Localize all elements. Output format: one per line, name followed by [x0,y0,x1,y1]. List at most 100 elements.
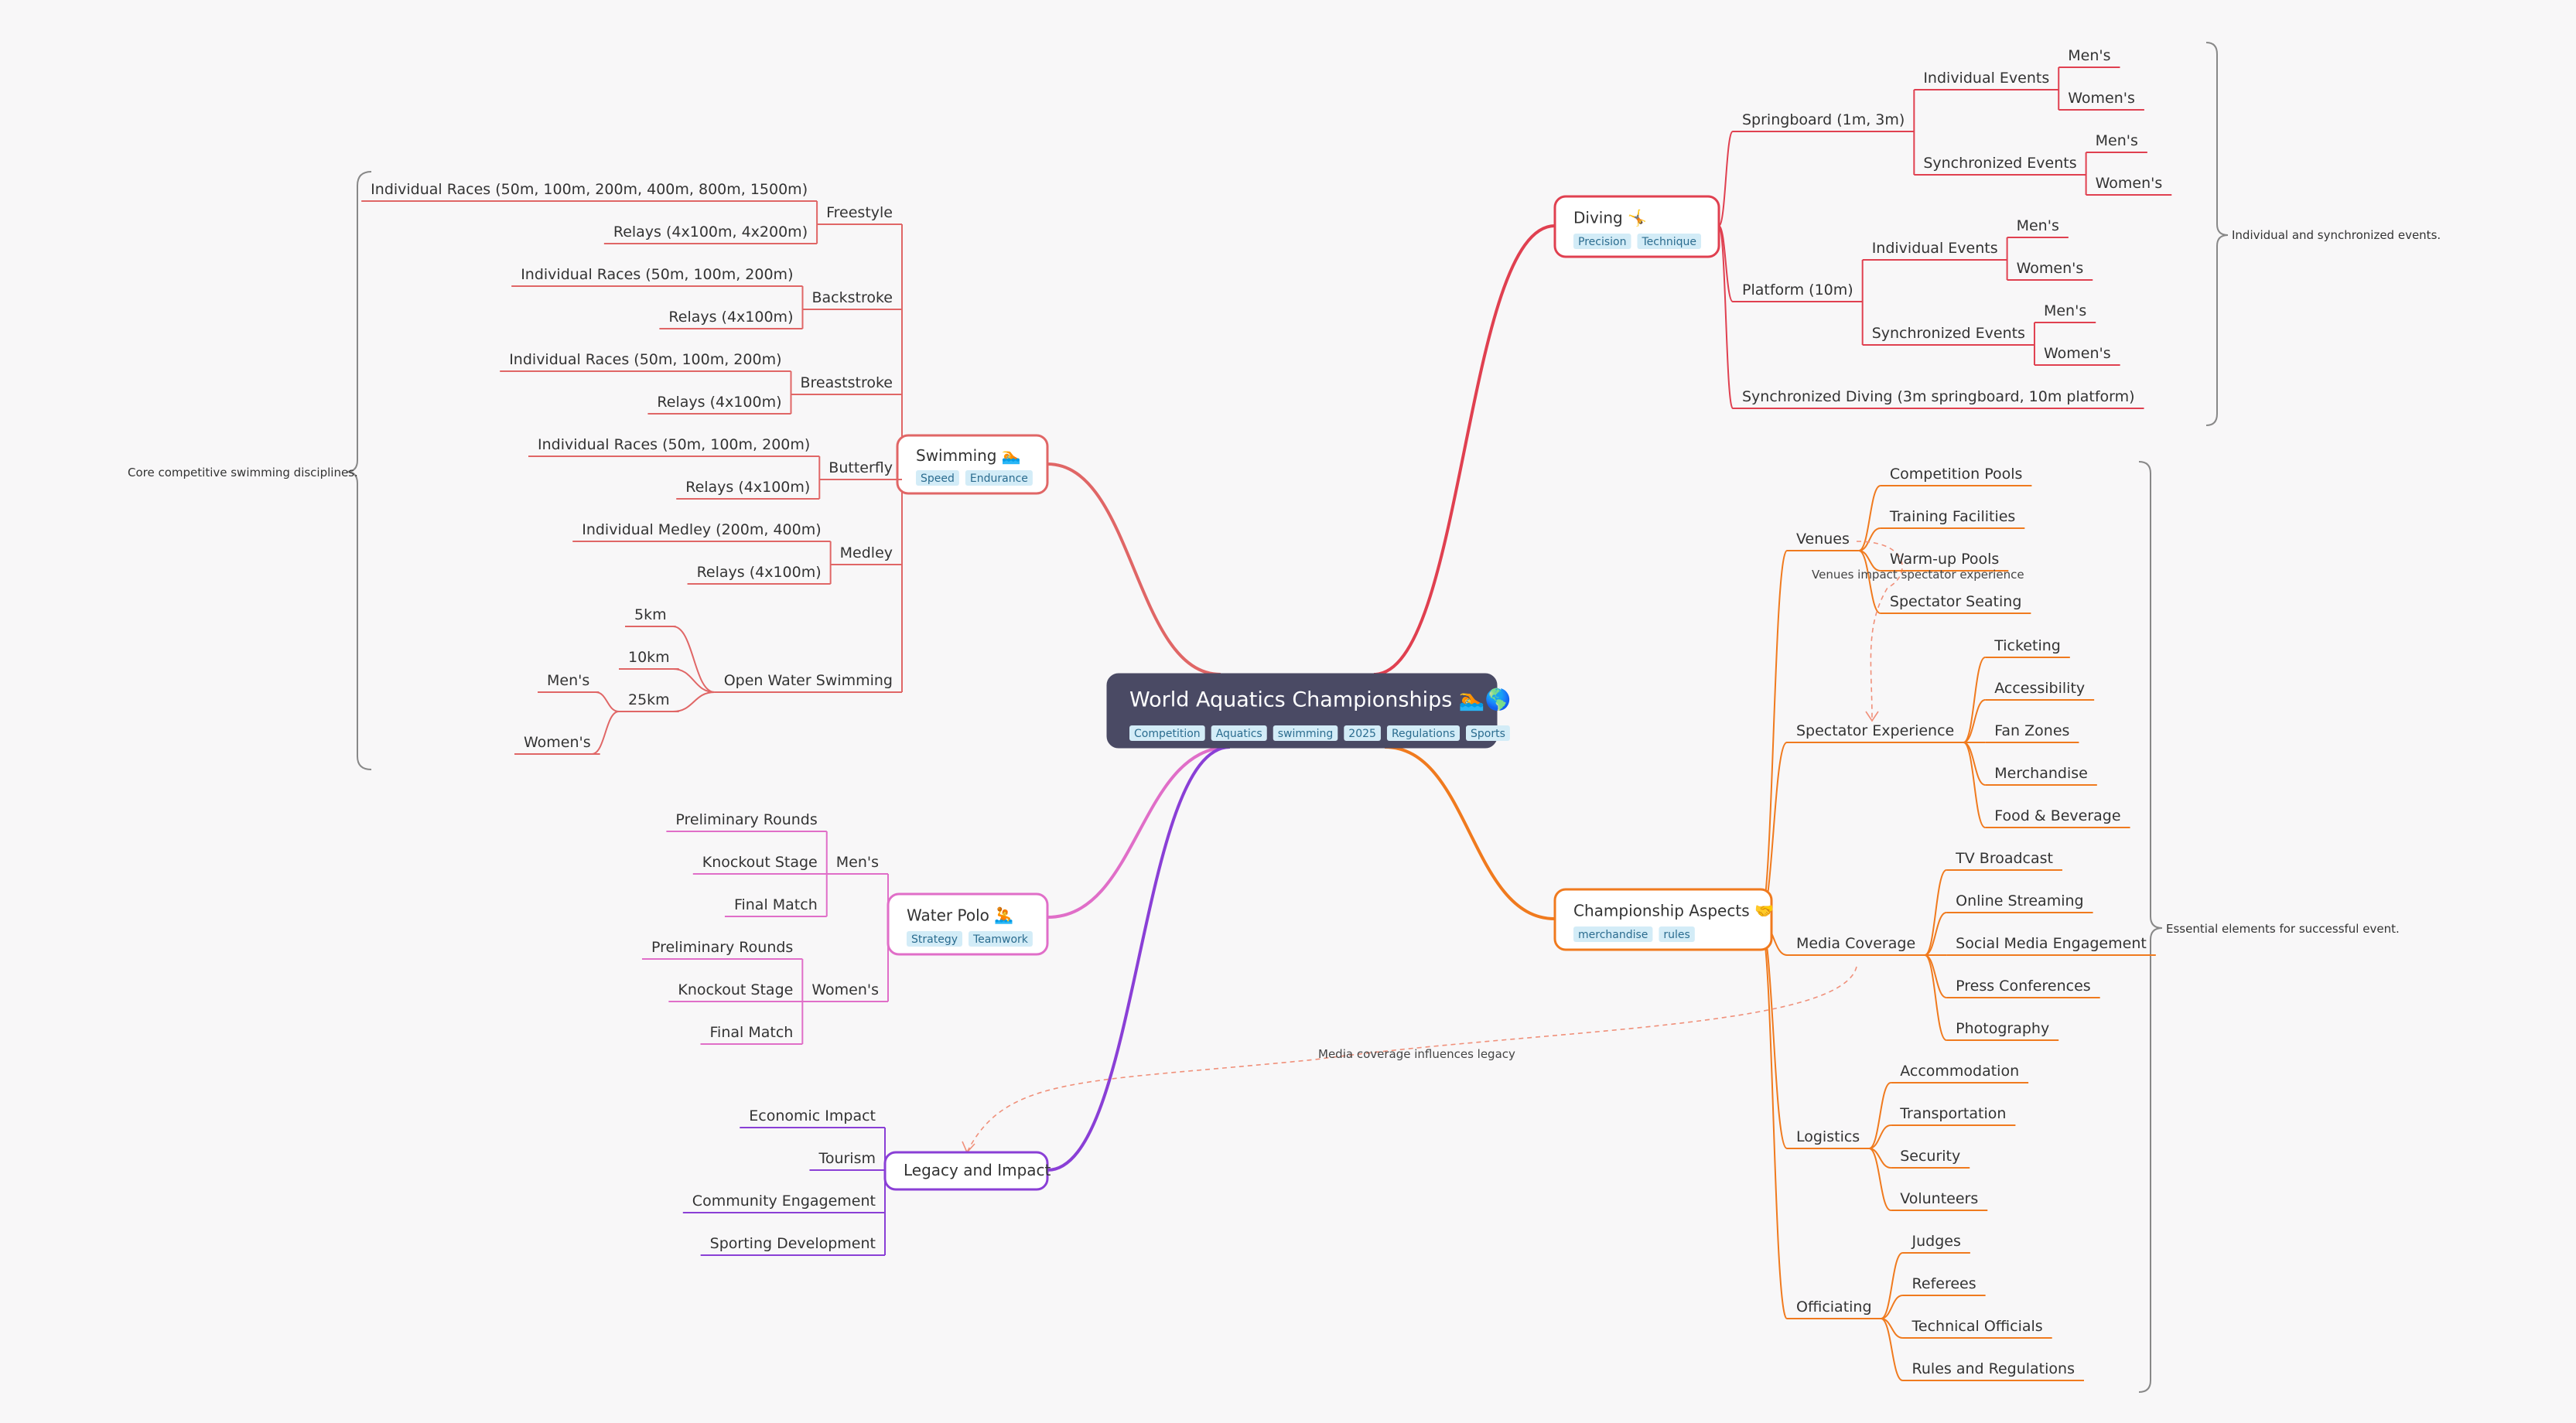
swimming-leaf[interactable]: Individual Races (50m, 100m, 200m, 400m,… [361,181,818,202]
aspects-leaf[interactable]: Press Conferences [1946,978,2100,998]
diving-leaf[interactable]: Men's [2058,47,2120,68]
diving-leaf[interactable]: Women's [2034,345,2120,366]
leaf-label: 5km [634,606,667,623]
swimming-leaf[interactable]: Individual Races (50m, 100m, 200m) [500,351,791,372]
leaf-label: Women's [2017,260,2084,277]
aspects-leaf[interactable]: Social Media Engagement [1946,935,2156,956]
swimming-subtopic[interactable]: Butterfly [819,459,902,480]
leaf-label: Referees [1912,1275,1976,1292]
water-polo-leaf[interactable]: Final Match [724,896,827,917]
aspects-subtopic[interactable]: Logistics [1787,1128,1870,1149]
aspects-subtopic[interactable]: Officiating [1787,1298,1881,1319]
aspects-leaf[interactable]: TV Broadcast [1946,850,2062,871]
aspects-leaf[interactable]: Online Streaming [1946,892,2093,913]
aspects-subtopic[interactable]: Media Coverage [1787,935,1925,956]
swimming-subtopic[interactable]: Backstroke [802,289,902,310]
diving-subtopic[interactable]: Synchronized Diving (3m springboard, 10m… [1733,388,2144,409]
tag-chip [1573,234,1631,249]
swimming-subtopic[interactable]: Medley [830,544,902,565]
connector-line [672,668,715,693]
tag-label: rules [1663,929,1689,941]
diving-leaf[interactable]: Individual Events [1914,70,2059,90]
root-topic-tag: swimming [1273,725,1338,741]
connector-line [1373,224,1556,676]
leaf-label: Judges [1912,1233,1961,1250]
diving-leaf[interactable]: Men's [2007,217,2069,238]
diving-leaf[interactable]: Women's [2007,260,2093,281]
connector-line [1868,1082,1891,1149]
leaf-label: Warm-up Pools [1890,551,1999,568]
aspects-subtopic[interactable]: Spectator Experience [1787,722,1964,743]
root-topic-tag: Aquatics [1211,725,1267,741]
water-polo-subtopic[interactable]: Women's [802,981,888,1002]
legacy-topic[interactable]: Legacy and Impact [883,1151,1051,1191]
swimming-leaf[interactable]: 10km [619,649,679,670]
diving-leaf[interactable]: Synchronized Events [1914,155,2086,176]
swimming-leaf[interactable]: Relays (4x100m) [659,309,803,329]
diving-leaf[interactable]: Women's [2086,175,2172,196]
aspects-leaf[interactable]: Technical Officials [1902,1318,2052,1339]
leaf-label: Competition Pools [1890,466,2023,483]
swimming-leaf[interactable]: Relays (4x100m) [647,394,791,415]
aspects-leaf[interactable]: Rules and Regulations [1902,1360,2084,1381]
aspects-leaf[interactable]: Accommodation [1891,1063,2029,1083]
water-polo-leaf[interactable]: Preliminary Rounds [641,939,803,960]
legacy-leaf[interactable]: Economic Impact [740,1107,885,1128]
root-topic[interactable]: World Aquatics Championships 🏊🌎Competiti… [1106,673,1511,749]
leaf-label: Freestyle [826,204,893,221]
swimming-leaf[interactable]: Relays (4x100m) [676,479,820,500]
water-polo-leaf[interactable]: Knockout Stage [692,854,827,875]
aspects-leaf[interactable]: Transportation [1891,1105,2016,1126]
swimming-leaf[interactable]: Women's [514,734,600,755]
aspects-leaf[interactable]: Referees [1902,1275,1986,1296]
diving-leaf[interactable]: Women's [2058,90,2144,111]
aspects-leaf[interactable]: Judges [1902,1233,1970,1254]
swimming-leaf[interactable]: Relays (4x100m) [687,564,831,585]
aspects-subtopic[interactable]: Venues [1787,531,1859,551]
legacy-leaf[interactable]: Tourism [809,1150,885,1171]
aspects-leaf[interactable]: Photography [1946,1020,2059,1041]
legacy-leaf[interactable]: Community Engagement [682,1193,885,1213]
swimming-leaf[interactable]: Individual Races (50m, 100m, 200m) [511,266,803,287]
aspects-leaf[interactable]: Volunteers [1891,1190,1988,1211]
water-polo-subtopic[interactable]: Men's [826,854,888,875]
swimming-leaf[interactable]: 5km [625,606,676,627]
diving-subtopic[interactable]: Platform (10m) [1733,282,1863,302]
swimming-leaf[interactable]: Relays (4x100m, 4x200m) [603,224,818,244]
aspects-leaf[interactable]: Training Facilities [1880,508,2025,529]
aspects-leaf[interactable]: Warm-up Pools [1880,551,2009,572]
legacy-leaf[interactable]: Sporting Development [700,1235,885,1256]
legacy-topic-title: Legacy and Impact [904,1161,1051,1179]
aspects-leaf[interactable]: Security [1891,1148,1970,1169]
aspects-leaf[interactable]: Fan Zones [1985,722,2079,743]
swimming-leaf[interactable]: Individual Medley (200m, 400m) [572,521,831,542]
aspects-leaf[interactable]: Competition Pools [1880,466,2032,486]
diving-leaf[interactable]: Men's [2034,302,2096,323]
leaf-label: Men's [2096,132,2138,149]
swimming-subtopic[interactable]: Breaststroke [791,374,903,395]
aspects-leaf[interactable]: Accessibility [1985,680,2095,701]
aspects-leaf[interactable]: Food & Beverage [1985,807,2130,828]
aspects-leaf[interactable]: Spectator Seating [1880,593,2031,614]
water-polo-leaf[interactable]: Preliminary Rounds [666,811,827,832]
diving-leaf[interactable]: Men's [2086,132,2147,153]
aspects-leaf[interactable]: Merchandise [1985,765,2097,786]
swimming-leaf[interactable]: 25km [619,691,679,712]
swimming-leaf[interactable]: Men's [538,672,600,693]
leaf-label: Transportation [1899,1105,2006,1122]
diving-subtopic[interactable]: Springboard (1m, 3m) [1733,111,1915,132]
diving-leaf[interactable]: Individual Events [1862,240,2007,261]
water-polo-leaf[interactable]: Knockout Stage [668,981,803,1002]
leaf-label: Relays (4x100m, 4x200m) [613,224,808,241]
tag-chip [1637,234,1701,249]
swimming-leaf[interactable]: Individual Races (50m, 100m, 200m) [528,436,820,457]
swimming-subtopic[interactable]: Freestyle [817,204,902,225]
aspects-leaf[interactable]: Ticketing [1985,637,2070,658]
diving-leaf[interactable]: Synchronized Events [1862,325,2034,346]
swimming-subtopic[interactable]: Open Water Swimming [714,672,902,693]
water-polo-leaf[interactable]: Final Match [700,1024,803,1045]
